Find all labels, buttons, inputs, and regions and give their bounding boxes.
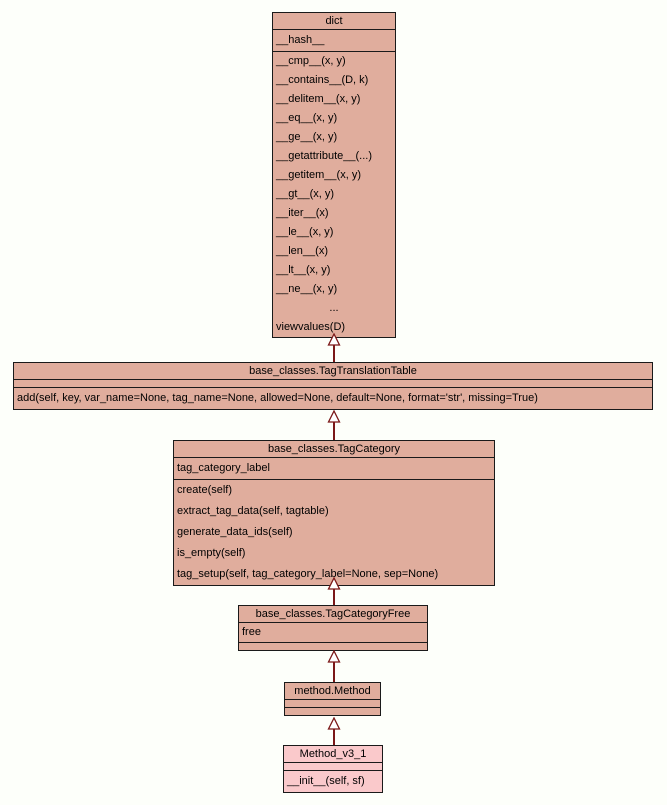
method: __le__(x, y): [276, 226, 334, 238]
class-attributes: tag_category_label: [174, 458, 494, 480]
class-methods: [239, 643, 427, 650]
class-box-method-v3-1[interactable]: Method_v3_1 __init__(self, sf): [283, 745, 383, 793]
inheritance-arrow: [327, 577, 341, 605]
method: extract_tag_data(self, tagtable): [177, 505, 329, 517]
attribute: __hash__: [276, 34, 325, 46]
class-methods: add(self, key, var_name=None, tag_name=N…: [14, 388, 652, 409]
class-attributes: [285, 700, 380, 708]
method: __getitem__(x, y): [276, 169, 361, 181]
class-attributes: __hash__: [273, 30, 395, 52]
method: __lt__(x, y): [276, 264, 331, 276]
method: __iter__(x): [276, 207, 329, 219]
method: __ne__(x, y): [276, 283, 338, 295]
method-ellipsis: ...: [329, 302, 339, 314]
class-box-dict[interactable]: dict __hash__ __cmp__(x, y) __contains__…: [272, 12, 396, 338]
method: __len__(x): [276, 245, 328, 257]
attribute: free: [242, 626, 261, 638]
method: add(self, key, var_name=None, tag_name=N…: [17, 392, 538, 404]
class-box-tagcategoryfree[interactable]: base_classes.TagCategoryFree free: [238, 605, 428, 651]
method: __ge__(x, y): [276, 131, 338, 143]
attribute: tag_category_label: [177, 462, 270, 474]
method: __init__(self, sf): [287, 775, 365, 787]
method: __cmp__(x, y): [276, 55, 346, 67]
method: viewvalues(D): [276, 321, 346, 333]
inheritance-arrow: [327, 717, 341, 745]
method: create(self): [177, 484, 233, 496]
method: tag_setup(self, tag_category_label=None,…: [177, 568, 439, 580]
class-title: base_classes.TagCategory: [174, 441, 494, 458]
method: __eq__(x, y): [276, 112, 338, 124]
method: __gt__(x, y): [276, 188, 335, 200]
class-box-tagcategory[interactable]: base_classes.TagCategory tag_category_la…: [173, 440, 495, 586]
class-methods: create(self) extract_tag_data(self, tagt…: [174, 480, 494, 585]
class-title: method.Method: [285, 683, 380, 700]
method: __delitem__(x, y): [276, 93, 361, 105]
class-title: base_classes.TagTranslationTable: [14, 363, 652, 380]
method: is_empty(self): [177, 547, 246, 559]
class-attributes: free: [239, 623, 427, 643]
class-attributes: [14, 380, 652, 388]
class-methods: __cmp__(x, y) __contains__(D, k) __delit…: [273, 52, 395, 337]
class-methods: __init__(self, sf): [284, 771, 382, 792]
class-methods: [285, 708, 380, 715]
class-box-tagtranslationtable[interactable]: base_classes.TagTranslationTable add(sel…: [13, 362, 653, 410]
method: generate_data_ids(self): [177, 526, 293, 538]
class-box-method[interactable]: method.Method: [284, 682, 381, 716]
class-title: base_classes.TagCategoryFree: [239, 606, 427, 623]
inheritance-arrow: [327, 333, 341, 362]
class-attributes: [284, 763, 382, 771]
inheritance-arrow: [327, 410, 341, 440]
class-title: Method_v3_1: [284, 746, 382, 763]
class-title: dict: [273, 13, 395, 30]
inheritance-arrow: [327, 650, 341, 682]
method: __getattribute__(...): [276, 150, 373, 162]
method: __contains__(D, k): [276, 74, 369, 86]
